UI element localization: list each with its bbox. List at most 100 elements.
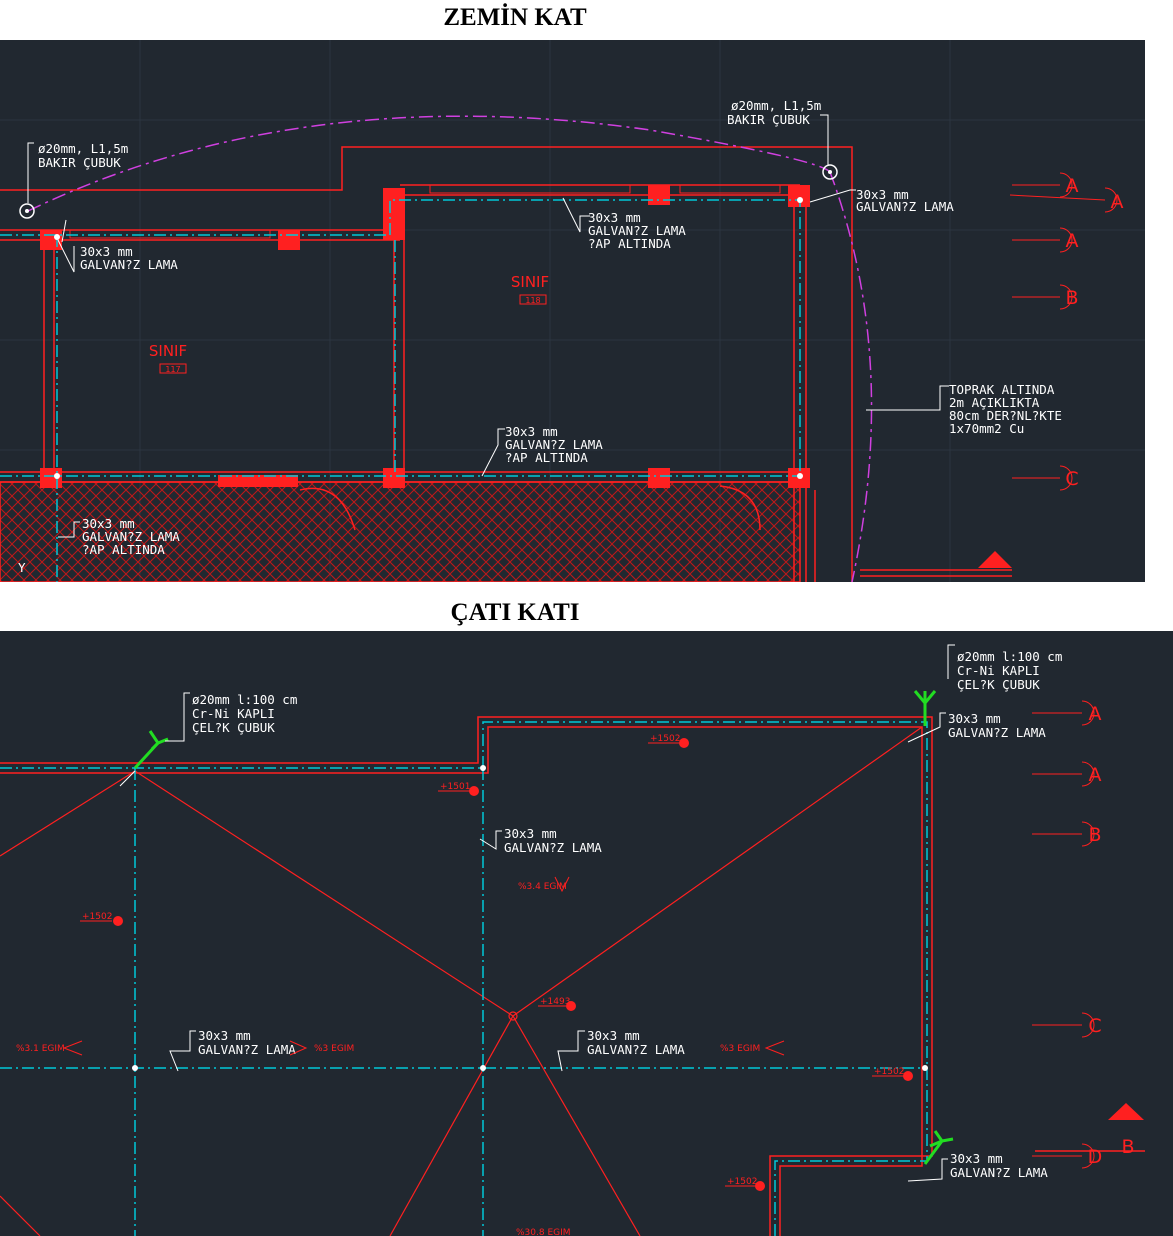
svg-text:GALVAN?Z LAMA: GALVAN?Z LAMA [198,1042,296,1057]
windows [69,184,781,239]
svg-text:%3 EGIM: %3 EGIM [720,1044,760,1054]
elevation-marker: +1502 [872,1067,913,1081]
leader-lines [119,644,955,1182]
elevation-marker: +1502 [725,1177,765,1191]
svg-text:SINIF: SINIF [149,342,187,360]
roof-floor-title: ÇATI KATI [450,599,580,626]
rod-label-left: ø20mm, L1,5m BAKIR ÇUBUK [38,141,128,170]
svg-text:Cr-Ni KAPLI: Cr-Ni KAPLI [192,706,275,721]
svg-text:118: 118 [525,296,540,305]
svg-text:30x3 mm: 30x3 mm [950,1151,1003,1166]
svg-text:GALVAN?Z LAMA: GALVAN?Z LAMA [505,437,603,452]
section-triangle-icon [1108,1103,1144,1120]
room-label-117: SINIF 117 [149,342,187,374]
svg-text:30x3 mm: 30x3 mm [588,210,641,225]
svg-text:30x3 mm: 30x3 mm [856,187,909,202]
svg-text:Cr-Ni KAPLI: Cr-Ni KAPLI [957,663,1040,678]
svg-text:GALVAN?Z LAMA: GALVAN?Z LAMA [856,199,954,214]
elevation-marker: +1493 [538,997,576,1011]
roof-floor-plan: ø20mm l:100 cm Cr-Ni KAPLI ÇEL?K ÇUBUK ø… [0,631,1173,1236]
grounding-strip [0,721,928,1236]
underground-conductor-arc [27,115,831,212]
air-terminal-rod-icon [913,690,937,726]
strip-label-right-mid: 30x3 mm GALVAN?Z LAMA [587,1028,685,1057]
slope-marker: %3.1 EGIM [16,1040,83,1056]
ground-floor-title: ZEMİN KAT [443,4,587,31]
svg-text:GALVAN?Z LAMA: GALVAN?Z LAMA [587,1042,685,1057]
svg-text:ø20mm, L1,5m: ø20mm, L1,5m [731,98,821,113]
strip-label-left: 30x3 mm GALVAN?Z LAMA [80,244,178,272]
svg-text:GALVAN?Z LAMA: GALVAN?Z LAMA [950,1165,1048,1180]
svg-text:+1502: +1502 [727,1177,757,1187]
junctions [54,197,803,479]
soil-note-label: TOPRAK ALTINDA 2m AÇIKLIKTA 80cm DER?NL?… [949,382,1062,436]
roof-ridges [0,726,923,1236]
svg-text:GALVAN?Z LAMA: GALVAN?Z LAMA [588,223,686,238]
svg-text:SINIF: SINIF [511,273,549,291]
section-mark: B [1121,1136,1134,1158]
strip-label-top-right: 30x3 mm GALVAN?Z LAMA [948,711,1046,740]
leader-lines [27,114,949,538]
slope-marker: %3 EGIM [289,1040,354,1056]
axis-label: A [1066,230,1079,252]
elevation-marker: +1501 [438,782,479,796]
elevation-marker: +1502 [80,912,123,926]
junctions [132,765,928,1071]
svg-text:1x70mm2 Cu: 1x70mm2 Cu [949,421,1024,436]
svg-text:+1493: +1493 [540,997,570,1007]
svg-text:30x3 mm: 30x3 mm [80,244,133,259]
slope-marker: %3.4 EGIM [518,876,570,893]
slope-marker: %3 EGIM [720,1040,785,1056]
svg-text:%3.4 EGIM: %3.4 EGIM [518,882,567,892]
axis-markers [1009,172,1118,491]
svg-text:ø20mm l:100 cm: ø20mm l:100 cm [957,649,1062,664]
axis-y-mark: Y [18,560,26,575]
svg-text:30x3 mm: 30x3 mm [82,516,135,531]
svg-text:30x3 mm: 30x3 mm [505,424,558,439]
columns [40,185,810,488]
slope-marker: %30.8 EGIM [516,1228,571,1236]
svg-text:GALVAN?Z LAMA: GALVAN?Z LAMA [82,529,180,544]
svg-text:117: 117 [165,365,180,374]
svg-text:BAKIR ÇUBUK: BAKIR ÇUBUK [727,112,810,127]
grounding-strip [0,199,801,582]
svg-text:+1502: +1502 [874,1067,904,1077]
hatched-corridor [0,482,800,582]
axis-label: D [1088,1146,1103,1168]
copper-rod-icon [822,164,838,180]
svg-text:ÇEL?K ÇUBUK: ÇEL?K ÇUBUK [192,720,275,735]
air-terminal-rod-icon [923,1130,954,1165]
strip-label-mid: 30x3 mm GALVAN?Z LAMA ?AP ALTINDA [505,424,603,465]
svg-text:%3 EGIM: %3 EGIM [314,1044,354,1054]
svg-text:+1501: +1501 [440,782,470,792]
section-triangle-icon [978,551,1012,568]
strip-label-right: 30x3 mm GALVAN?Z LAMA [856,187,954,214]
svg-text:30x3 mm: 30x3 mm [948,711,1001,726]
svg-text:?AP ALTINDA: ?AP ALTINDA [588,236,671,251]
axis-label: B [1065,287,1078,309]
svg-text:80cm DER?NL?KTE: 80cm DER?NL?KTE [949,408,1062,423]
rod-label-left: ø20mm l:100 cm Cr-Ni KAPLI ÇEL?K ÇUBUK [192,692,297,735]
axis-label: B [1088,824,1101,846]
axis-label: C [1065,468,1078,490]
svg-text:TOPRAK ALTINDA: TOPRAK ALTINDA [949,382,1055,397]
room-label-118: SINIF 118 [511,273,549,305]
strip-label-top-mid: 30x3 mm GALVAN?Z LAMA ?AP ALTINDA [588,210,686,251]
axis-label: A [1089,764,1102,786]
svg-text:?AP ALTINDA: ?AP ALTINDA [82,542,165,557]
svg-text:GALVAN?Z LAMA: GALVAN?Z LAMA [504,840,602,855]
copper-rod-icon [19,203,35,219]
svg-text:%3.1 EGIM: %3.1 EGIM [16,1044,65,1054]
svg-text:?AP ALTINDA: ?AP ALTINDA [505,450,588,465]
svg-text:GALVAN?Z LAMA: GALVAN?Z LAMA [80,257,178,272]
strip-label-left-mid: 30x3 mm GALVAN?Z LAMA [198,1028,296,1057]
strip-label-bottom-right: 30x3 mm GALVAN?Z LAMA [950,1151,1048,1180]
rod-label-right: ø20mm, L1,5m BAKIR ÇUBUK [727,98,821,127]
strip-label-center: 30x3 mm GALVAN?Z LAMA [504,826,602,855]
svg-text:ÇEL?K ÇUBUK: ÇEL?K ÇUBUK [957,677,1040,692]
svg-text:+1502: +1502 [82,912,112,922]
axis-label: A [1111,191,1124,213]
svg-text:30x3 mm: 30x3 mm [198,1028,251,1043]
svg-text:30x3 mm: 30x3 mm [504,826,557,841]
svg-text:ø20mm l:100 cm: ø20mm l:100 cm [192,692,297,707]
